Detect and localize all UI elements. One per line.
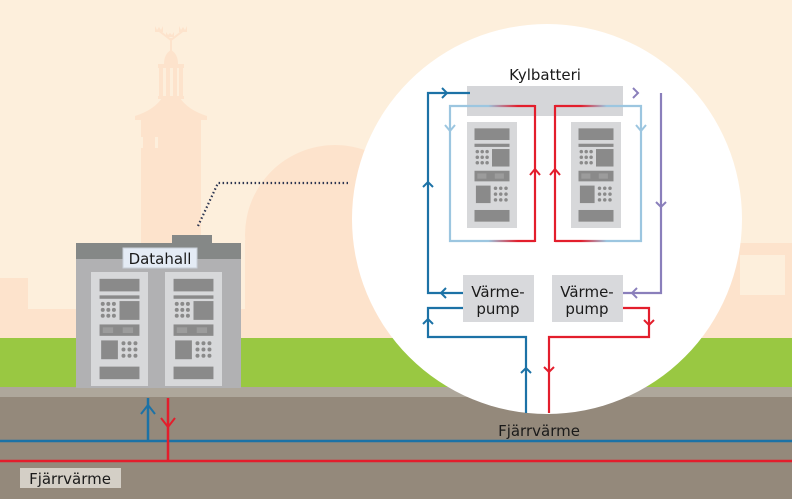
arrow-up-icon	[140, 403, 156, 415]
arrow-down-icon	[543, 366, 555, 374]
rack-cooling-loops	[448, 104, 643, 243]
heat-pump-1: Värme- pump	[463, 275, 534, 322]
heat-pump-2-label-line2: pump	[565, 300, 608, 318]
arrow-up-icon	[422, 180, 434, 188]
heat-pump-1-label-line1: Värme-	[471, 283, 524, 301]
arrow-left-icon	[630, 287, 638, 299]
datahall-label-box	[122, 247, 198, 269]
district-heating-inset-label: Fjärrvärme	[498, 422, 580, 440]
arrow-left-icon	[439, 287, 447, 299]
arrow-down-icon	[643, 319, 655, 327]
datahall-label: Datahall	[129, 250, 192, 268]
arrow-down-icon	[655, 201, 667, 209]
arrow-up-icon	[422, 317, 434, 325]
server-rack-left	[91, 272, 148, 386]
roof-unit	[172, 235, 212, 245]
ground-surface	[0, 387, 792, 398]
server-rack-inset-right	[571, 122, 621, 228]
arrow-up-icon	[520, 366, 532, 374]
arrow-down-icon	[444, 124, 456, 133]
underground	[0, 397, 792, 499]
outer-coil-loop	[426, 91, 663, 295]
ground-label-box	[20, 468, 121, 488]
arrow-down-icon	[160, 417, 176, 429]
heat-pump-1-label-line2: pump	[476, 300, 519, 318]
arrow-right-icon	[632, 87, 640, 99]
server-rack-inset-left	[467, 122, 517, 228]
district-heating-ground-label: Fjärrvärme	[29, 470, 111, 488]
cooling-coil-box	[467, 86, 623, 116]
heat-pump-2-label-line1: Värme-	[560, 283, 613, 301]
arrow-up-icon	[529, 167, 541, 176]
arrow-down-icon	[635, 124, 647, 133]
cooling-coil-label: Kylbatteri	[509, 66, 581, 84]
right-cooling-loop	[555, 104, 643, 243]
heat-pump-2: Värme- pump	[552, 275, 623, 322]
arrow-up-icon	[549, 167, 561, 176]
heat-pump-district-pipes	[426, 306, 651, 413]
arrow-right-icon	[441, 87, 449, 99]
left-cooling-loop	[448, 104, 535, 243]
server-rack-right	[165, 272, 222, 386]
